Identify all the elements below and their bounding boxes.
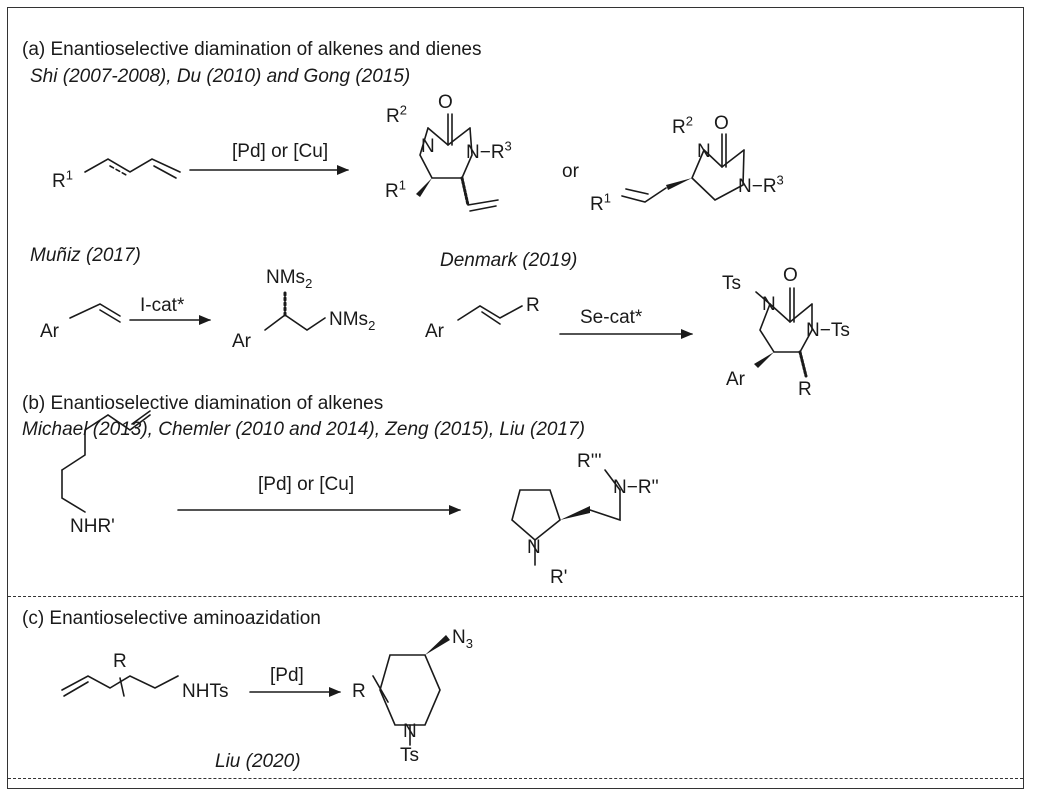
scheme-frame <box>7 7 1024 789</box>
substrate-r1-label: R1 <box>52 167 73 192</box>
munoz-label: Muñiz (2017) <box>30 245 141 266</box>
munoz-product-ar: Ar <box>232 331 251 352</box>
or-label: or <box>562 161 579 182</box>
denmark-substrate-ar: Ar <box>425 321 444 342</box>
product1-r2-label: R2 <box>386 102 407 127</box>
pyrrolidine-product <box>511 469 621 566</box>
aminoalkene-substrate-c <box>61 675 179 697</box>
imidazolidinone-product-3 <box>754 287 813 378</box>
section-a-heading: (a) Enantioselective diamination of alke… <box>22 39 482 60</box>
denmark-product-n1: N <box>762 294 776 315</box>
denmark-product-ar: Ar <box>726 369 745 390</box>
munoz-ar-label: Ar <box>40 321 59 342</box>
munoz-condition: I-cat* <box>140 295 185 316</box>
piperidine-product <box>372 635 450 746</box>
product2-r1-label: R1 <box>590 190 611 215</box>
section-c-substrate-r: R <box>113 651 127 672</box>
section-c-heading: (c) Enantioselective aminoazidation <box>22 608 321 629</box>
product-c-ts-label: Ts <box>400 745 419 766</box>
reaction-condition-a: [Pd] or [Cu] <box>232 141 329 162</box>
product1-n1-label: N <box>421 136 435 157</box>
product2-n3-label: N−R3 <box>738 172 784 197</box>
denmark-condition: Se-cat* <box>580 307 643 328</box>
denmark-product-o: O <box>783 265 798 286</box>
imidazolidinone-product-1 <box>416 113 499 212</box>
section-divider-b-c <box>8 596 1023 597</box>
munoz-product-top-nms2: NMs2 <box>266 267 313 291</box>
section-divider-bottom <box>8 778 1023 779</box>
product-c-n3-label: N3 <box>452 627 473 651</box>
section-a-authors: Shi (2007-2008), Du (2010) and Gong (201… <box>30 66 411 87</box>
product2-r2-label: R2 <box>672 113 693 138</box>
product-b-r1-label: R' <box>550 567 568 588</box>
product2-n1-label: N <box>697 141 711 162</box>
product-b-n-label: N−R'' <box>613 477 659 498</box>
product-b-ring-n: N <box>527 537 541 558</box>
munoz-product-right-nms2: NMs2 <box>329 309 376 333</box>
product1-o-label: O <box>438 92 453 113</box>
aminoalkene-substrate <box>61 410 151 513</box>
product1-r1-label: R1 <box>385 177 406 202</box>
reaction-condition-c: [Pd] <box>270 665 304 686</box>
diamine-product <box>264 288 326 331</box>
imidazolidinone-product-2 <box>621 133 745 203</box>
product-c-n-label: N <box>403 721 417 742</box>
section-b-authors: Michael (2013), Chemler (2010 and 2014),… <box>22 419 585 440</box>
denmark-substrate-r: R <box>526 295 540 316</box>
denmark-product-r: R <box>798 379 812 400</box>
denmark-product-ts-left: Ts <box>722 273 741 294</box>
reaction-condition-b: [Pd] or [Cu] <box>258 474 355 495</box>
stilbene-substrate <box>457 305 523 325</box>
product2-o-label: O <box>714 113 729 134</box>
section-c-authors: Liu (2020) <box>215 751 301 772</box>
styrene-substrate <box>69 303 121 323</box>
section-b-heading: (b) Enantioselective diamination of alke… <box>22 393 384 414</box>
diene-substrate <box>84 158 181 179</box>
product-b-r3-label: R''' <box>577 451 602 472</box>
product-c-r-label: R <box>352 681 366 702</box>
denmark-product-n3: N−Ts <box>806 320 850 341</box>
product1-n3-label: N−R3 <box>466 138 512 163</box>
section-b-substrate-label: NHR' <box>70 516 115 537</box>
denmark-label: Denmark (2019) <box>440 250 578 271</box>
section-c-substrate-nhts: NHTs <box>182 681 229 702</box>
